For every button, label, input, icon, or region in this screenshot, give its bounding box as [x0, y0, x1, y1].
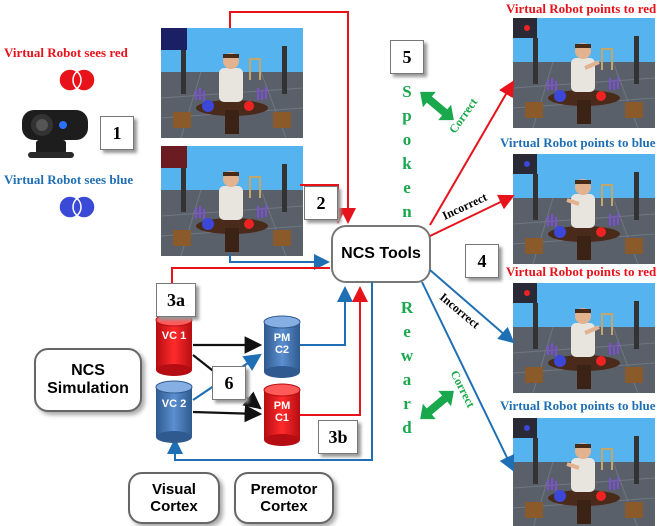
scene-image-points-red-1: [512, 17, 656, 129]
ncs-simulation-box: NCS Simulation: [34, 348, 142, 412]
venn-red-icon: [58, 68, 96, 92]
premotor-cortex-label: Premotor Cortex: [250, 480, 318, 515]
neuron-vc2: [155, 380, 193, 443]
arrow-blue-scene-to-ncs: [229, 254, 330, 270]
outcome-label-points-blue-2: Virtual Robot points to blue: [500, 398, 656, 413]
arrow-red-to-ncs: [229, 11, 356, 224]
camera-icon: [22, 110, 88, 158]
arrow-ncs-to-points-blue-2: [421, 281, 515, 472]
visual-cortex-label: Visual Cortex: [150, 480, 198, 515]
step-2-badge: 2: [304, 186, 338, 220]
arrow-scene2-to-ncs: [300, 184, 346, 224]
reward-arrow-top-icon: [420, 91, 454, 121]
neuron-pmc2: [263, 315, 301, 378]
step-1-badge: 1: [100, 116, 134, 150]
scene-image-points-blue-1: [512, 153, 656, 265]
arrow-pmc1-to-ncs: [300, 286, 368, 416]
outcome-label-points-red-1: Virtual Robot points to red: [506, 1, 657, 16]
scene-image-blue-stimulus: [160, 145, 304, 257]
scene-image-red-stimulus: [160, 27, 304, 139]
reward-arrow-bottom-icon: [420, 390, 454, 420]
ncs-simulation-label: NCS Simulation: [47, 361, 129, 397]
premotor-cortex-box: Premotor Cortex: [234, 472, 334, 524]
visual-cortex-box: Visual Cortex: [128, 472, 220, 524]
ncs-tools-label: NCS Tools: [341, 245, 421, 262]
arrow-ncs-to-points-blue-1: [429, 194, 515, 237]
vc2-label: VC 2: [161, 398, 187, 410]
label-sees-red: Virtual Robot sees red: [4, 45, 128, 60]
arrow-ncs-to-points-red-2: [429, 269, 515, 344]
step-3a-badge: 3a: [156, 283, 196, 317]
step-6-badge: 6: [212, 366, 246, 400]
arrow-ncs-to-points-red-1: [429, 80, 515, 226]
pmc2-label: PM C2: [273, 332, 291, 356]
outcome-label-points-red-2: Virtual Robot points to red: [506, 264, 657, 279]
step-5-badge: 5: [390, 40, 424, 74]
pmc1-label: PM C1: [273, 400, 291, 424]
arrow-vc2-to-pmc1: [192, 404, 263, 423]
vc1-label: VC 1: [161, 330, 187, 342]
neuron-vc1: [155, 313, 193, 376]
arrow-pmc2-to-ncs: [298, 286, 353, 346]
arrow-3b-ncs-to-vc2: [167, 282, 373, 461]
neuron-pmc1: [263, 383, 301, 446]
scene-image-points-red-2: [512, 282, 656, 394]
outcome-label-points-blue-1: Virtual Robot points to blue: [500, 135, 656, 150]
step-3b-badge: 3b: [318, 420, 358, 454]
venn-blue-icon: [58, 195, 96, 219]
ncs-tools-box: [331, 225, 431, 283]
scene-image-points-blue-2: [512, 417, 656, 526]
label-sees-blue: Virtual Robot sees blue: [4, 172, 134, 187]
step-4-badge: 4: [465, 244, 499, 278]
